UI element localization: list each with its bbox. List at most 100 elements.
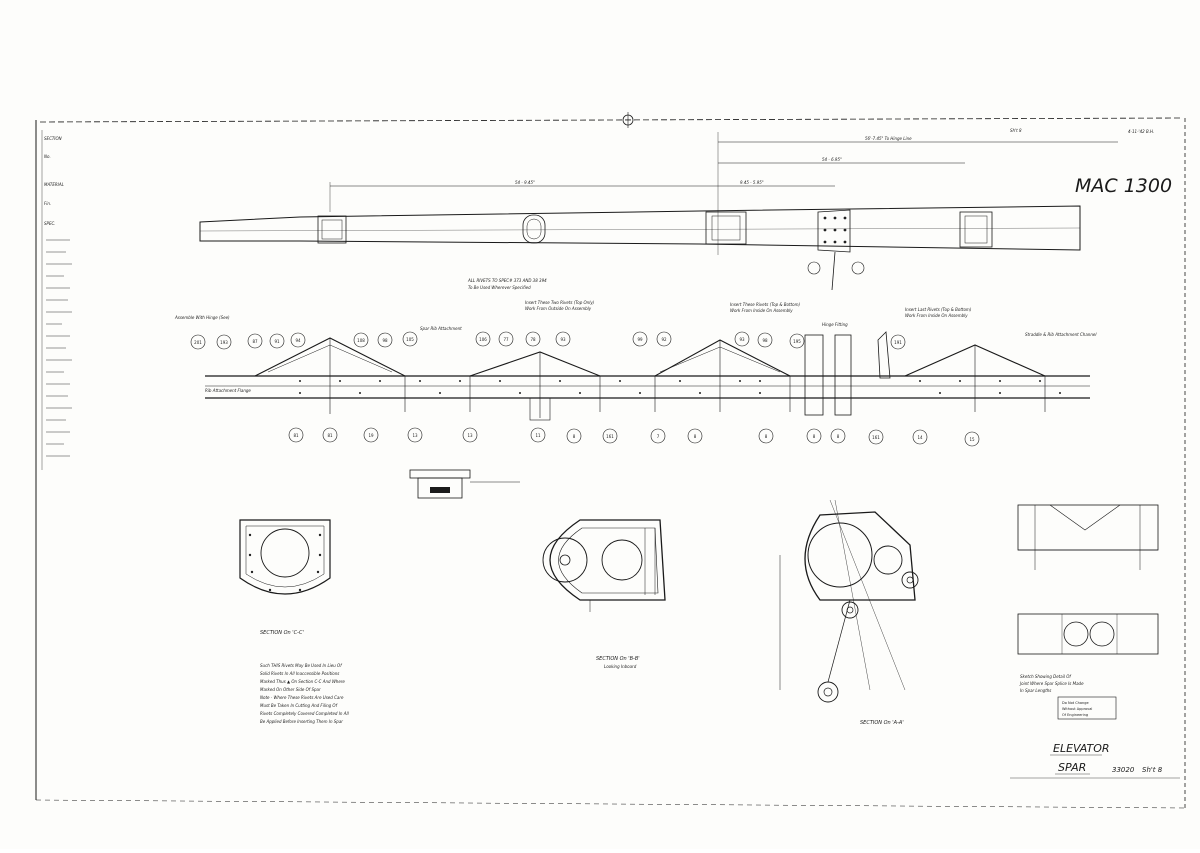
svg-text:Solid Rivets In All Inaccessib: Solid Rivets In All Inaccessible Positio… [260, 671, 339, 676]
hinge-bracket-detail [409, 469, 520, 499]
svg-text:98: 98 [382, 338, 388, 343]
svg-text:193: 193 [220, 340, 228, 345]
section-aa-title: SECTION On 'A-A' [860, 720, 904, 726]
svg-text:Do Not Change: Do Not Change [1062, 701, 1089, 705]
svg-text:93: 93 [560, 337, 566, 342]
stamp-mac1300: MAC 1300 [1075, 175, 1172, 197]
svg-text:Must Be Taken In Cutting And F: Must Be Taken In Cutting And Filing Of [260, 703, 338, 708]
svg-text:78: 78 [530, 337, 536, 342]
svg-text:54 - 6.95": 54 - 6.95" [822, 157, 842, 162]
svg-text:15: 15 [969, 437, 975, 442]
svg-text:Be Applied Before Inserting Th: Be Applied Before Inserting Them In Spar [260, 719, 343, 724]
svg-text:Note - Where These Rivets Are: Note - Where These Rivets Are Used Care [260, 695, 344, 700]
svg-text:54 - 9.45": 54 - 9.45" [515, 180, 535, 185]
svg-text:108: 108 [357, 338, 365, 343]
svg-text:81: 81 [293, 433, 299, 438]
svg-text:93: 93 [739, 337, 745, 342]
svg-text:201: 201 [194, 340, 202, 345]
part-bubble-labels-top: 201 193 87 91 94 108 98 105 106 77 78 93… [194, 337, 902, 345]
title-block: ELEVATOR SPAR 33020 Sh't 8 [1010, 742, 1180, 779]
strip-note: Fin. [44, 201, 51, 206]
svg-text:81: 81 [327, 433, 333, 438]
svg-text:Such THIS Rivets May Be Used I: Such THIS Rivets May Be Used In Lieu Of [260, 663, 342, 668]
svg-text:8: 8 [813, 434, 816, 439]
sheet-number: Sh't 8 [1142, 766, 1163, 774]
insert-note-2: Insert These Rivets (Top & Bottom) [730, 302, 800, 307]
svg-text:161: 161 [872, 435, 880, 440]
svg-text:106: 106 [479, 337, 487, 342]
section-bb-subtitle: Looking Inboard [604, 664, 637, 669]
svg-text:94: 94 [295, 338, 301, 343]
insert-note-3: Insert Last Rivets (Top & Bottom) [905, 307, 972, 312]
svg-text:13: 13 [412, 433, 418, 438]
svg-text:91: 91 [274, 339, 280, 344]
drawing-number: 33020 [1112, 766, 1135, 774]
part-bubbles-bottom [288, 427, 980, 447]
section-aa-drawing [779, 499, 919, 703]
hinge-fitting-note: Hinge Fitting [822, 322, 848, 327]
svg-text:99: 99 [637, 337, 643, 342]
svg-text:8: 8 [694, 434, 697, 439]
svg-text:105: 105 [406, 337, 414, 342]
insert-note-2b: Work From Inside On Assembly [730, 308, 793, 313]
svg-text:11: 11 [535, 433, 541, 438]
header-mark: 4-11-'42 B.H. [1128, 129, 1154, 134]
svg-text:13: 13 [467, 433, 473, 438]
svg-text:9.45 - 5.95": 9.45 - 5.95" [740, 180, 764, 185]
spar-plan-view [199, 205, 1081, 291]
title-elevator: ELEVATOR [1053, 742, 1110, 755]
section-bb-drawing [542, 519, 666, 612]
title-spar: SPAR [1058, 761, 1086, 774]
section-bb-title: SECTION On 'B-B' [596, 656, 640, 662]
rib-flange-note: Rib Attachment Flange [205, 388, 251, 393]
spar-elevation-view [205, 331, 1090, 421]
svg-text:56'-7.45" To Hinge Line: 56'-7.45" To Hinge Line [865, 136, 912, 141]
svg-text:Without Approval: Without Approval [1062, 707, 1092, 711]
rivet-note: ALL RIVETS TO SPEC# 373 AND 38 394 [467, 278, 547, 283]
straddle-note: Straddle & Rib Attachment Channel [1025, 332, 1097, 337]
general-notes: Such THIS Rivets May Be Used In Lieu Of … [260, 663, 350, 724]
approval-box: Do Not Change Without Approval Of Engine… [1057, 696, 1117, 720]
svg-text:14: 14 [917, 435, 923, 440]
svg-text:19: 19 [368, 433, 374, 438]
part-bubbles-top [190, 331, 906, 350]
strip-note: SECTION [44, 136, 62, 141]
insert-note-1: Insert These Two Rivets (Top Only) [525, 300, 595, 305]
svg-text:87: 87 [252, 339, 258, 344]
sketch-title: Joint Where Spar Splice Is Made [1019, 681, 1084, 686]
insert-note-1b: Work From Outside On Assembly [525, 306, 592, 311]
svg-text:Rivets Completely Covered Comp: Rivets Completely Covered Completed In A… [260, 711, 350, 716]
dimension-lines: 56'-7.45" To Hinge Line 54 - 6.95" 54 - … [329, 132, 1118, 255]
svg-text:161: 161 [606, 434, 614, 439]
section-cc-title: SECTION On 'C-C' [260, 630, 304, 636]
svg-text:98: 98 [762, 338, 768, 343]
svg-text:191: 191 [894, 340, 902, 345]
strip-note: No. [44, 154, 51, 159]
insert-note-3b: Work From Inside On Assembly [905, 313, 968, 318]
strip-note: MATERIAL [44, 182, 64, 187]
sketch-title: In Spar Lengths [1020, 688, 1051, 693]
svg-text:Marked Thus ▲ On Section C-C A: Marked Thus ▲ On Section C-C And Where [260, 679, 345, 684]
svg-text:8: 8 [765, 434, 768, 439]
hinge-note: Assemble With Hinge (See) [174, 315, 230, 320]
svg-text:195: 195 [793, 339, 801, 344]
splice-joint-sketch [1017, 504, 1159, 655]
svg-text:8: 8 [837, 434, 840, 439]
section-cc-drawing [239, 519, 331, 595]
part-bubble-labels-bottom: 81 81 19 13 13 11 8 161 7 8 8 8 8 161 14… [293, 433, 975, 442]
sketch-title: Sketch Showing Detail Of [1020, 674, 1071, 679]
center-mark-icon [622, 112, 634, 128]
spar-rib-note: Spar Rib Attachment [420, 326, 462, 331]
svg-text:Of Engineering: Of Engineering [1062, 713, 1088, 717]
svg-text:7: 7 [657, 434, 660, 439]
svg-text:Marked On Other Side Of Spar: Marked On Other Side Of Spar [260, 687, 321, 692]
rivet-note-sub: To Be Used Wherever Specified [468, 285, 531, 290]
svg-text:8: 8 [573, 434, 576, 439]
svg-text:92: 92 [661, 337, 667, 342]
svg-text:77: 77 [503, 337, 509, 342]
strip-note: SPEC. [44, 221, 56, 226]
header-mark: Sh't 8 [1010, 128, 1022, 133]
left-revision-strip: SECTION No. MATERIAL Fin. SPEC. [41, 130, 72, 470]
